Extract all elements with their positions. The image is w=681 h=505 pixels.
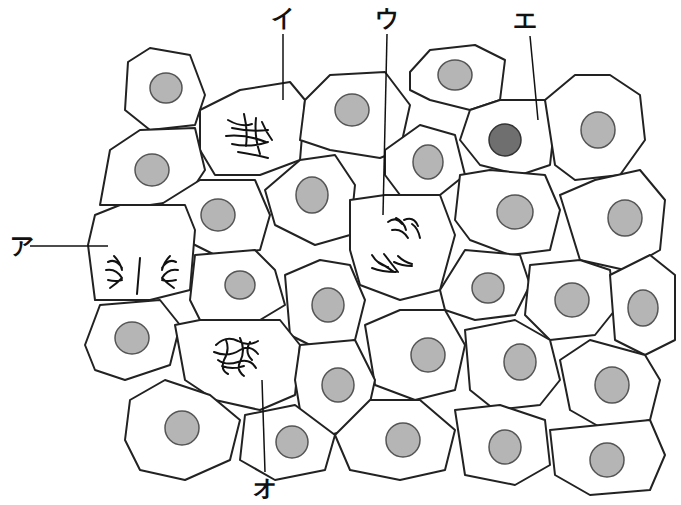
cell-outlines — [85, 45, 675, 495]
leader-lines — [30, 34, 538, 472]
callout-label: イ — [271, 6, 296, 30]
callout-label: オ — [253, 476, 278, 500]
nuclei — [115, 60, 658, 477]
callout-label: ア — [10, 234, 35, 258]
callout-label: エ — [513, 8, 538, 32]
chromosomes — [106, 114, 420, 376]
callout-label: ウ — [375, 6, 400, 30]
